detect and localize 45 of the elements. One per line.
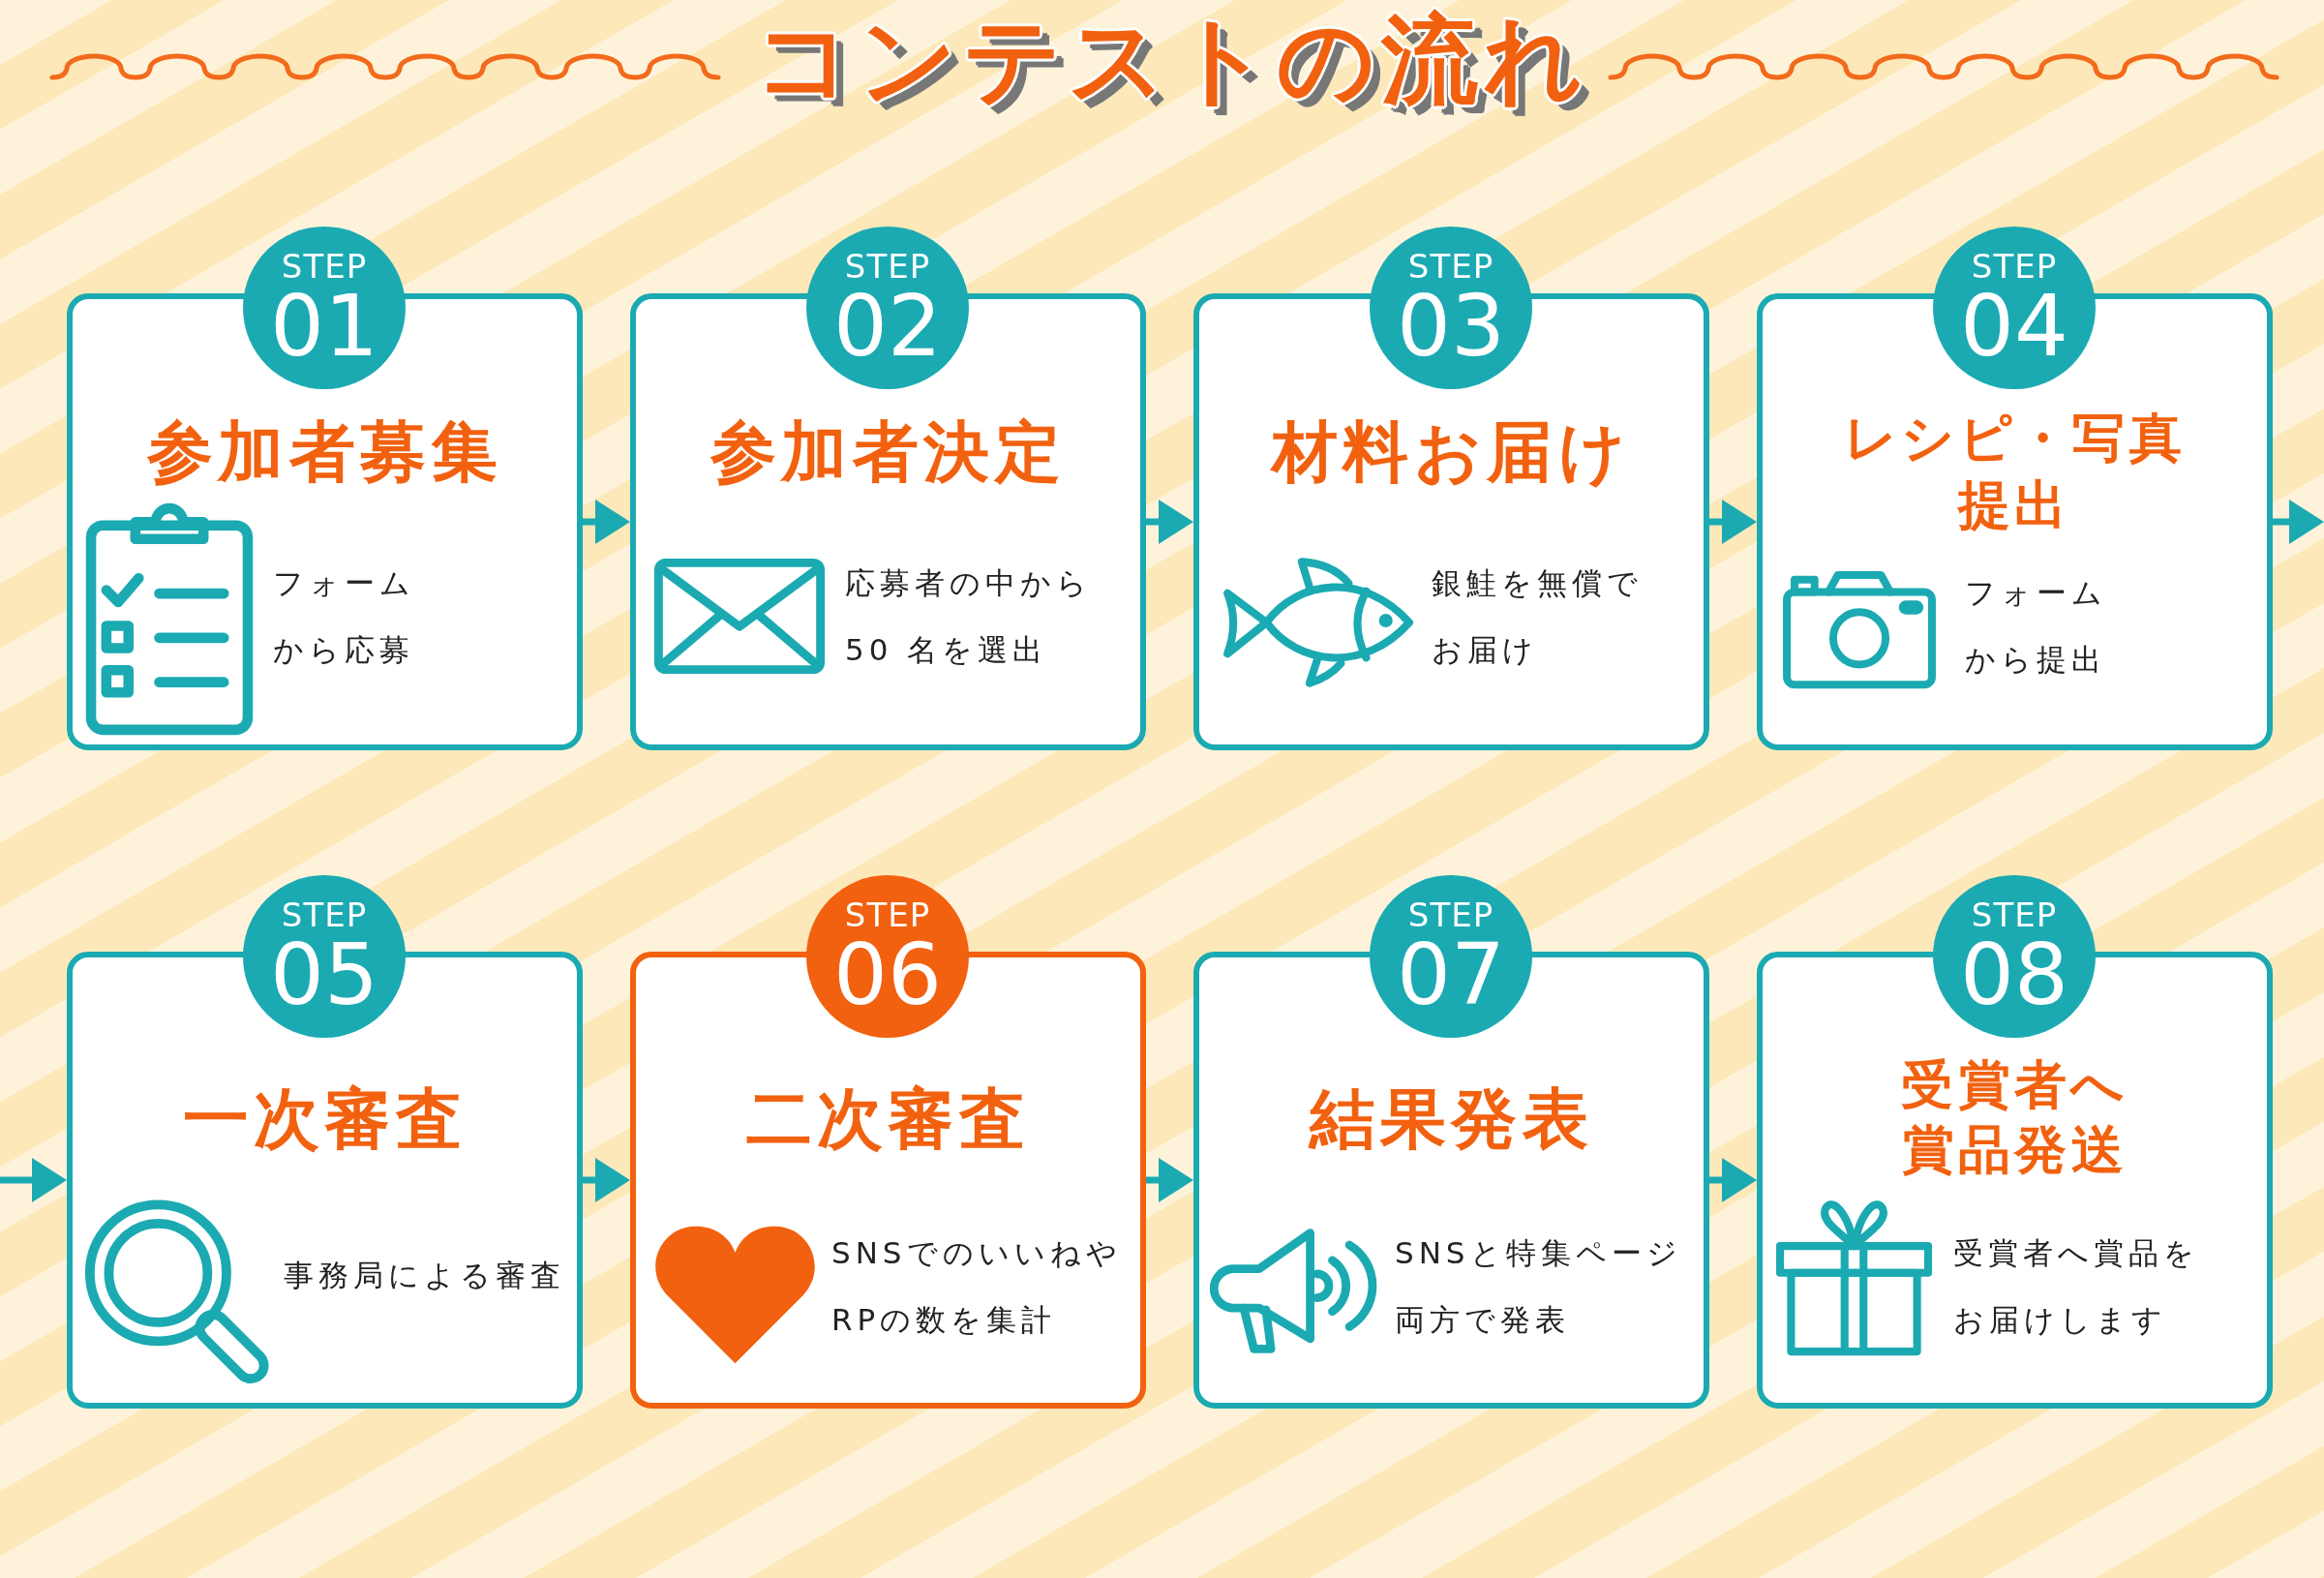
step-label: STEP	[844, 248, 931, 285]
step-label: STEP	[281, 248, 368, 285]
step-title: 二次審査	[745, 1080, 1031, 1158]
arrow	[2273, 500, 2324, 544]
arrow	[1709, 1158, 1757, 1202]
step-description: 受賞者へ賞品をお届けします	[1953, 1234, 2200, 1339]
arrow	[1146, 1158, 1193, 1202]
arrow	[1146, 500, 1193, 544]
step-number: 03	[1397, 285, 1505, 368]
step-card	[1193, 293, 1709, 750]
arrow	[583, 1158, 630, 1202]
step-number: 05	[270, 933, 378, 1017]
step-number: 08	[1960, 933, 2068, 1017]
step-title: 参加者決定	[709, 413, 1067, 491]
step-description: 応募者の中から50 名を選出	[845, 564, 1093, 669]
step-number: 02	[833, 285, 942, 368]
page-title: コンテストの流れ	[754, 2, 1588, 118]
step-description: フォームから応募	[273, 564, 416, 669]
step-label: STEP	[1407, 248, 1494, 285]
step-title: 材料お届け	[1271, 413, 1632, 491]
step-title: 参加者募集	[146, 413, 503, 491]
step-number: 06	[833, 933, 942, 1017]
step-title: 一次審査	[182, 1080, 468, 1158]
arrow	[1709, 500, 1757, 544]
step-card	[67, 293, 583, 750]
step-description: SNSでのいいねやRPの数を集計	[831, 1234, 1123, 1339]
step-description: 銀鮭を無償でお届け	[1432, 564, 1644, 669]
step-description: SNSと特集ページ両方で発表	[1395, 1234, 1683, 1339]
step-title: 受賞者へ賞品発送	[1900, 1053, 2129, 1182]
step-label: STEP	[281, 896, 368, 933]
step-card	[630, 293, 1146, 750]
step-label: STEP	[1971, 896, 2058, 933]
step-number: 04	[1960, 285, 2068, 368]
arrow	[0, 1158, 67, 1202]
step-number: 07	[1397, 933, 1505, 1017]
step-title: 結果発表	[1309, 1080, 1594, 1158]
arrow	[583, 500, 630, 544]
step-description: フォームから提出	[1965, 574, 2108, 679]
step-label: STEP	[1407, 896, 1494, 933]
step-description: 事務局による審査	[284, 1257, 565, 1294]
step-label: STEP	[844, 896, 931, 933]
step-label: STEP	[1971, 248, 2058, 285]
step-title: レシピ・写真提出	[1843, 407, 2187, 537]
step-number: 01	[270, 285, 378, 368]
step-card	[1757, 293, 2273, 750]
